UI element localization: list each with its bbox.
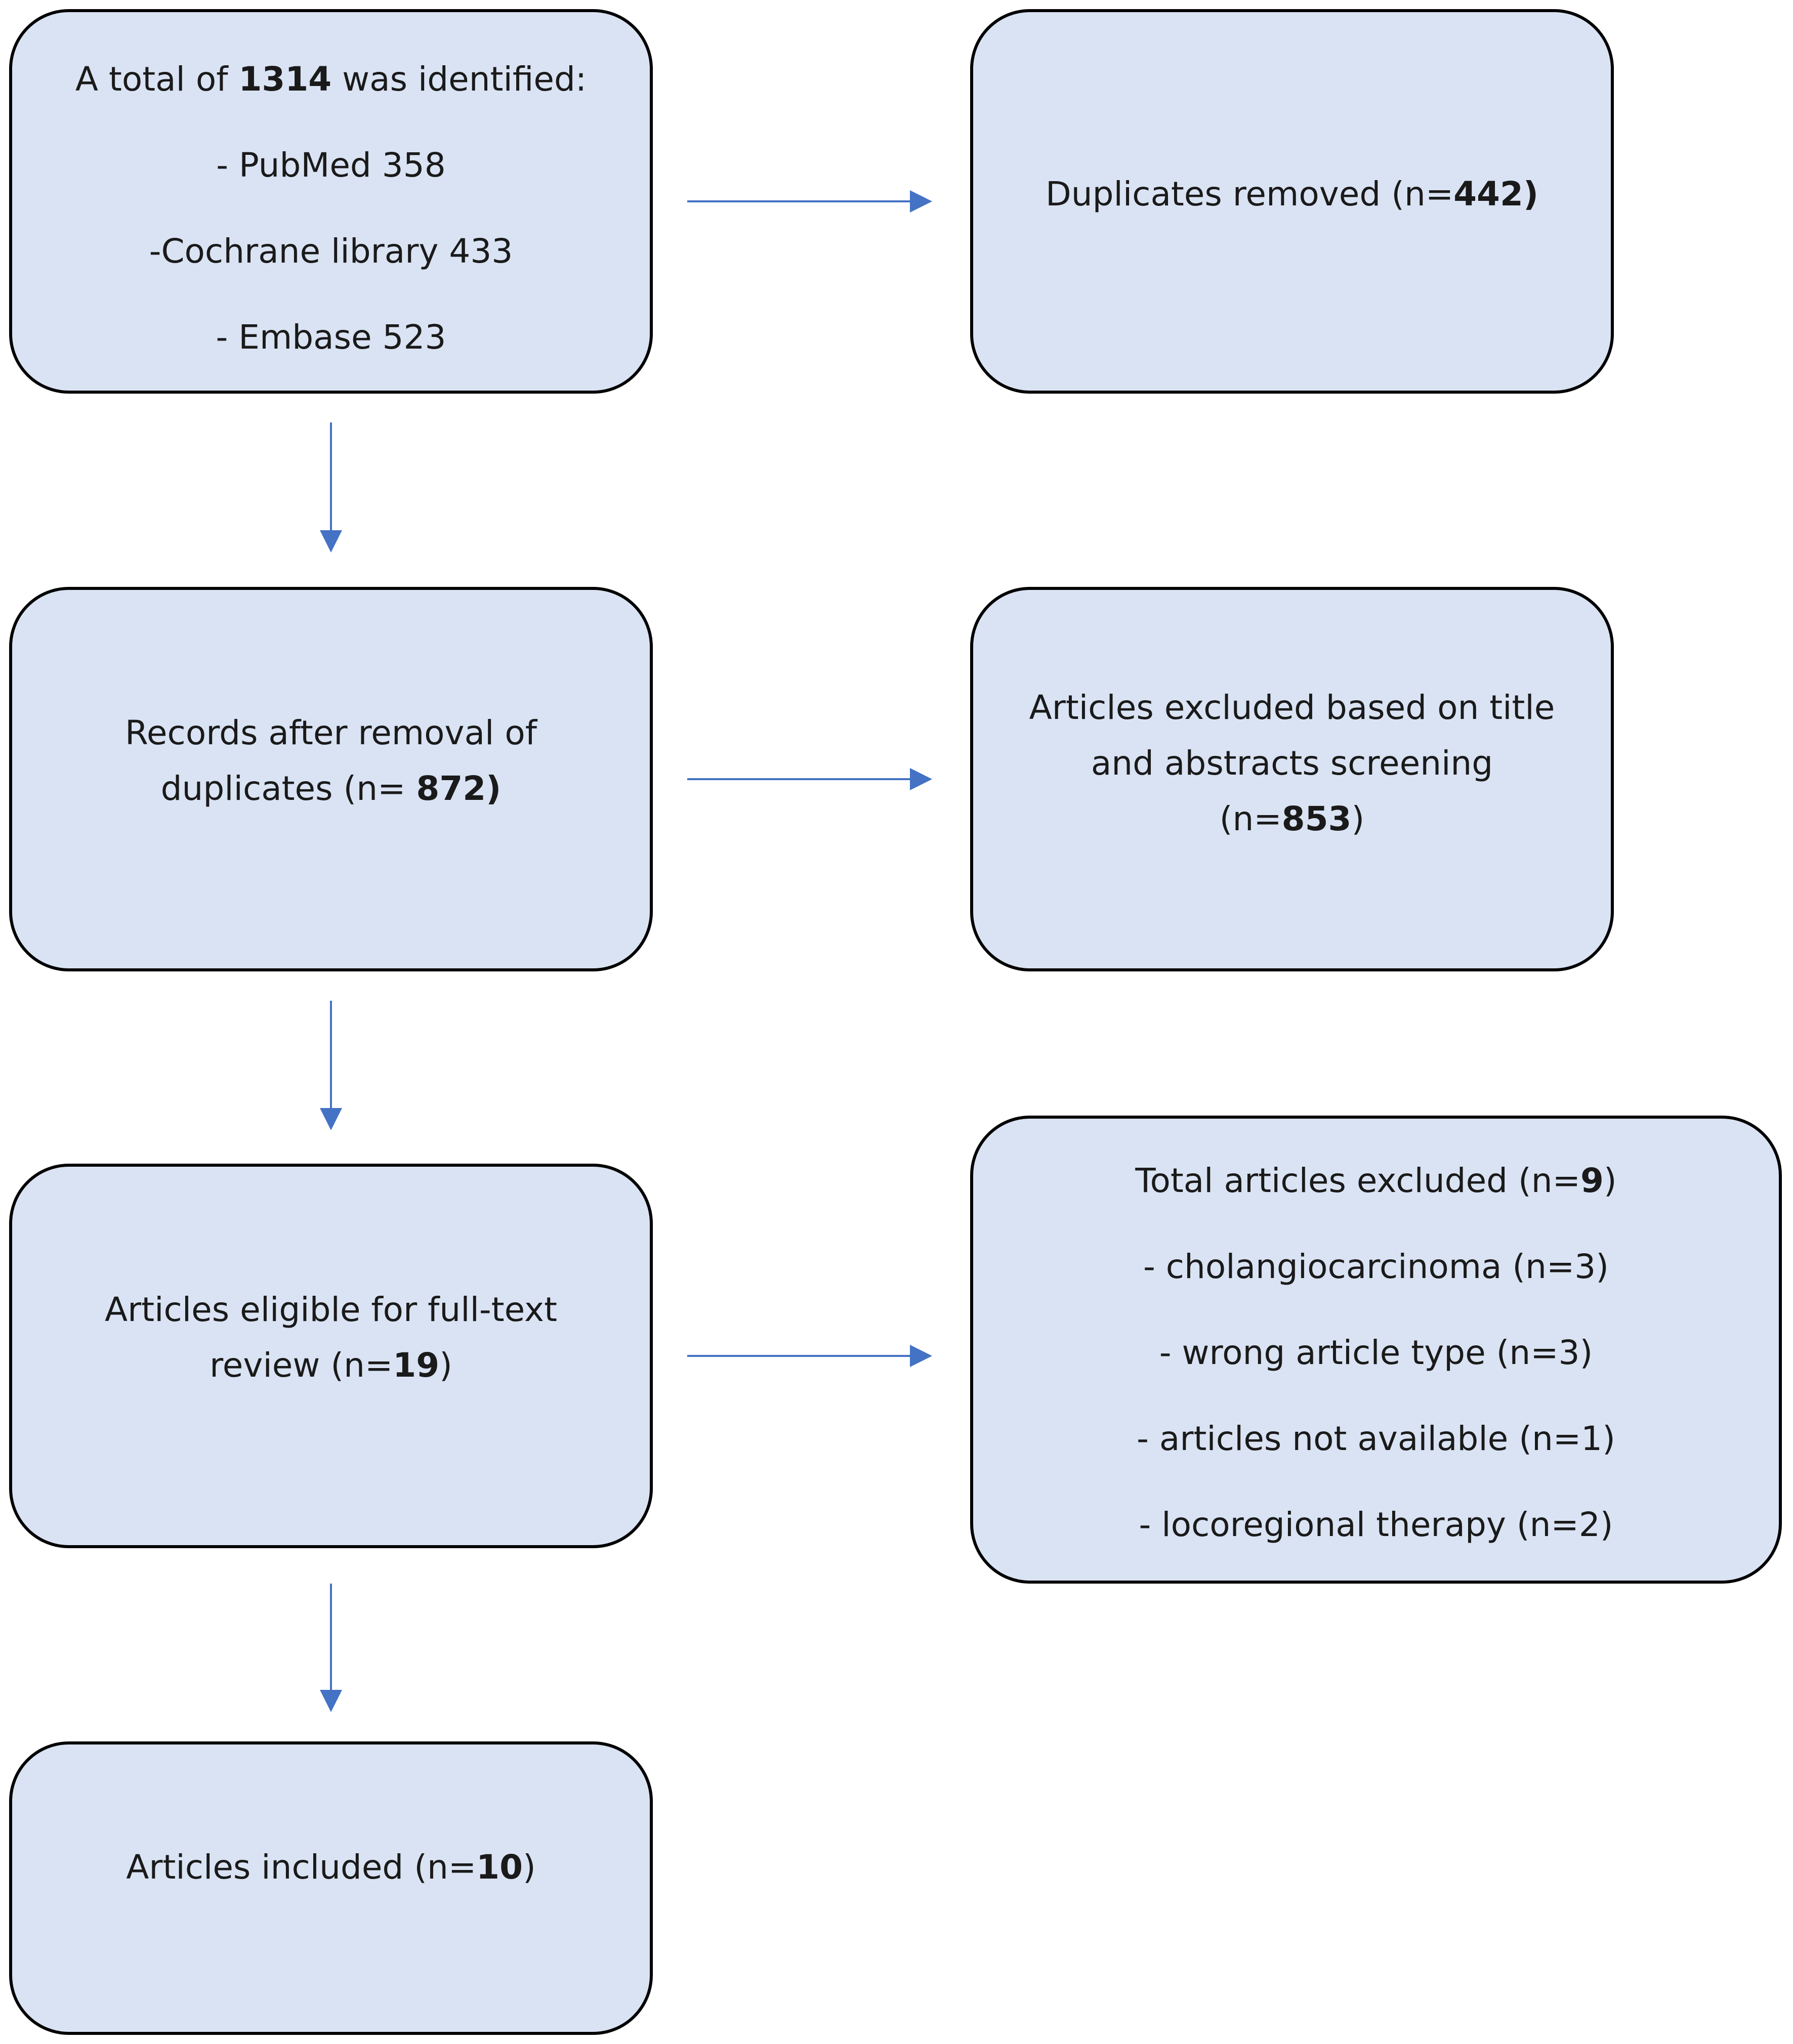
exclusion-reason-locoregional: - locoregional therapy (n=2) xyxy=(1139,1505,1613,1544)
arrow-records-to-screened xyxy=(687,768,932,790)
screened-line-3: (n=853) xyxy=(1219,799,1365,838)
screened-line-1: Articles excluded based on title xyxy=(1029,688,1555,727)
duplicates-count: 442) xyxy=(1453,175,1539,214)
arrow-records-to-eligible xyxy=(320,1001,342,1130)
arrow-identified-to-duplicates xyxy=(687,190,932,212)
source-embase: - Embase 523 xyxy=(216,318,446,357)
exclusion-reason-wrong-type: - wrong article type (n=3) xyxy=(1159,1333,1593,1372)
duplicates-removed-box: Duplicates removed (n=442) xyxy=(970,9,1614,394)
excluded-total-text: Total articles excluded (n=9) xyxy=(1135,1161,1617,1200)
exclusion-reason-not-available: - articles not available (n=1) xyxy=(1137,1419,1615,1458)
excluded-total-count: 9 xyxy=(1580,1161,1604,1200)
eligible-line-2: review (n=19) xyxy=(210,1346,452,1385)
arrow-eligible-to-included xyxy=(320,1584,342,1712)
arrow-eligible-to-excluded xyxy=(687,1345,932,1367)
exclusion-reason-cholangiocarcinoma: - cholangiocarcinoma (n=3) xyxy=(1143,1247,1609,1286)
records-line-1: Records after removal of xyxy=(125,713,537,752)
eligible-count: 19 xyxy=(393,1346,440,1385)
eligible-line-1: Articles eligible for full-text xyxy=(105,1290,557,1329)
screened-line-2: and abstracts screening xyxy=(1091,744,1493,783)
title-abstract-excluded-box: Articles excluded based on title and abs… xyxy=(970,587,1614,971)
duplicates-removed-text: Duplicates removed (n=442) xyxy=(1045,175,1539,214)
source-cochrane: -Cochrane library 433 xyxy=(149,232,513,271)
identified-total-text: A total of 1314 was identified: xyxy=(75,60,587,99)
identified-records-box: A total of 1314 was identified: - PubMed… xyxy=(9,9,653,394)
full-text-excluded-box: Total articles excluded (n=9) - cholangi… xyxy=(970,1116,1782,1584)
records-count: 872) xyxy=(416,769,502,808)
included-count: 10 xyxy=(476,1848,523,1887)
full-text-eligible-box: Articles eligible for full-text review (… xyxy=(9,1164,653,1548)
included-text: Articles included (n=10) xyxy=(126,1848,536,1887)
arrow-identified-to-records xyxy=(320,422,342,552)
source-pubmed: - PubMed 358 xyxy=(216,146,446,185)
screened-count: 853 xyxy=(1281,799,1352,838)
records-line-2: duplicates (n= 872) xyxy=(160,769,502,808)
articles-included-box: Articles included (n=10) xyxy=(9,1741,653,2035)
identified-total-count: 1314 xyxy=(238,60,332,99)
records-after-dedup-box: Records after removal of duplicates (n= … xyxy=(9,587,653,971)
